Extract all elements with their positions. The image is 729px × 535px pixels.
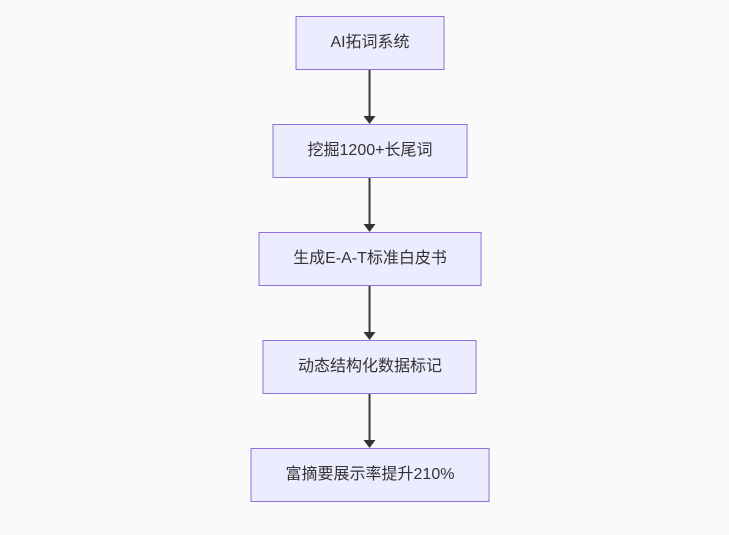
arrow-line bbox=[369, 70, 371, 116]
flowchart: AI拓词系统 挖掘1200+长尾词 生成E-A-T标准白皮书 动态结构化数据标记… bbox=[250, 16, 490, 502]
arrow-line bbox=[369, 394, 371, 440]
arrowhead-down-icon bbox=[364, 116, 376, 124]
flow-node-1: AI拓词系统 bbox=[295, 16, 445, 70]
flow-node-5: 富摘要展示率提升210% bbox=[250, 448, 490, 502]
flow-node-3: 生成E-A-T标准白皮书 bbox=[258, 232, 482, 286]
flow-arrow-1 bbox=[364, 70, 376, 124]
flow-node-4: 动态结构化数据标记 bbox=[262, 340, 477, 394]
flow-node-3-label: 生成E-A-T标准白皮书 bbox=[293, 250, 447, 267]
flow-node-1-label: AI拓词系统 bbox=[330, 34, 410, 51]
arrowhead-down-icon bbox=[364, 224, 376, 232]
arrowhead-down-icon bbox=[364, 440, 376, 448]
arrowhead-down-icon bbox=[364, 332, 376, 340]
arrow-line bbox=[369, 178, 371, 224]
flow-node-4-label: 动态结构化数据标记 bbox=[297, 358, 442, 375]
flow-arrow-2 bbox=[364, 178, 376, 232]
flow-arrow-4 bbox=[364, 394, 376, 448]
flow-node-2: 挖掘1200+长尾词 bbox=[272, 124, 468, 178]
flow-node-2-label: 挖掘1200+长尾词 bbox=[307, 142, 433, 159]
flow-node-5-label: 富摘要展示率提升210% bbox=[285, 466, 455, 483]
arrow-line bbox=[369, 286, 371, 332]
flow-arrow-3 bbox=[364, 286, 376, 340]
